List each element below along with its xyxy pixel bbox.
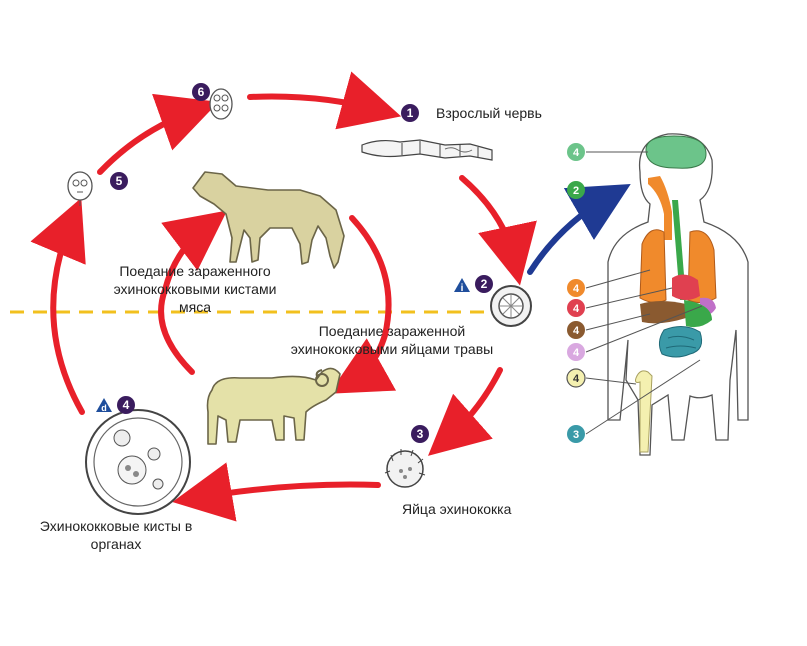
cysts-label: Эхинококковые кисты в органах (39, 518, 193, 552)
svg-text:4: 4 (573, 373, 580, 385)
scolex-illustration (209, 88, 233, 120)
svg-text:4: 4 (573, 347, 580, 359)
egg-illustration-2 (490, 285, 532, 327)
organ-marker-entry: 2 (567, 181, 585, 199)
stage-marker-5: 5 (110, 172, 128, 190)
arrow-dog-to-sheep (329, 215, 397, 394)
organ-marker-brain: 4 (567, 143, 585, 161)
svg-text:6: 6 (198, 85, 205, 99)
organ-marker-lungs: 4 (567, 279, 585, 297)
organ-marker-exit: 3 (567, 425, 585, 443)
arrow-5-to-6 (97, 93, 219, 175)
svg-text:3: 3 (573, 429, 579, 441)
stage-marker-6: 6 (192, 83, 210, 101)
svg-text:3: 3 (417, 427, 424, 441)
dog-illustration (192, 171, 345, 269)
meat-eating-label: Поедание зараженного эхинококковыми кист… (113, 263, 277, 315)
svg-text:4: 4 (573, 303, 580, 315)
left-lung-organ (639, 229, 667, 304)
eggs-illustration-3 (384, 449, 426, 488)
human-body-illustration (607, 133, 749, 456)
arrow-sheep-to-dog (158, 210, 228, 375)
femur-bone (635, 370, 653, 453)
arrow-6-to-1 (247, 71, 402, 130)
intestine-organ (658, 326, 703, 358)
inner-cycle-arrows (158, 210, 397, 394)
svg-text:5: 5 (116, 174, 123, 188)
stage-marker-4: d 4 (96, 396, 135, 414)
stage-marker-3: 3 (411, 425, 429, 443)
heart-organ (672, 274, 700, 300)
organ-marker-spleen: 4 (567, 343, 585, 361)
arrow-1-to-2 (459, 175, 537, 286)
liver-organ (640, 301, 686, 324)
adult-worm-label: Взрослый червь (436, 105, 542, 121)
organ-marker-bone: 4 (566, 368, 586, 388)
stomach-organ (684, 300, 712, 328)
organ-marker-liver: 4 (567, 321, 585, 339)
stage-marker-1: 1 (401, 104, 419, 122)
sheep-illustration (206, 367, 341, 445)
svg-text:4: 4 (573, 147, 580, 159)
svg-text:4: 4 (573, 283, 580, 295)
outer-cycle-arrows (30, 71, 537, 522)
svg-text:2: 2 (481, 277, 488, 291)
svg-text:i: i (461, 283, 464, 294)
airway-organ (648, 176, 672, 240)
svg-text:d: d (101, 403, 107, 413)
svg-text:4: 4 (573, 325, 580, 337)
protoscolex-illustration (67, 171, 93, 206)
hydatid-cyst-illustration (85, 409, 191, 515)
svg-text:1: 1 (407, 106, 414, 120)
arrow-4-to-5 (30, 197, 86, 415)
arrow-2-to-3 (428, 367, 503, 456)
stage-marker-2: i 2 (454, 275, 493, 294)
adult-worm-illustration (361, 139, 493, 161)
svg-text:2: 2 (573, 185, 579, 197)
eggs-label: Яйца эхинококка (402, 501, 512, 517)
grass-eating-label: Поедание зараженной эхинококковыми яйцам… (290, 323, 494, 357)
brain-organ (645, 135, 707, 169)
svg-text:4: 4 (123, 398, 130, 412)
arrow-3-to-4 (172, 462, 381, 522)
organ-marker-heart: 4 (567, 299, 585, 317)
organ-pointer-lines (585, 151, 703, 435)
arrow-to-human (527, 183, 631, 275)
